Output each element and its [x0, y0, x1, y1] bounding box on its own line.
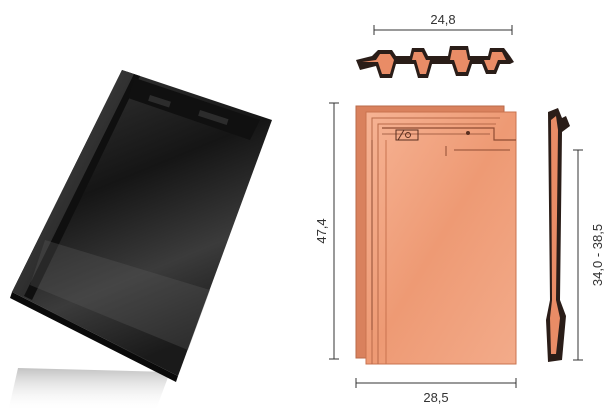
terracotta-tile-front-view [355, 105, 517, 365]
tile-side-profile [546, 108, 570, 362]
side-height-label: 34,0 - 38,5 [590, 224, 605, 286]
dimension-side-height [573, 149, 583, 361]
dimension-height [329, 102, 339, 360]
top-width-label: 24,8 [430, 12, 455, 27]
height-label: 47,4 [314, 218, 329, 243]
dimension-bottom-width [355, 378, 517, 388]
dark-roof-tile-photo [8, 70, 272, 412]
dimension-top-width [373, 25, 513, 35]
tile-top-profile [356, 46, 514, 78]
bottom-width-label: 28,5 [423, 390, 448, 405]
